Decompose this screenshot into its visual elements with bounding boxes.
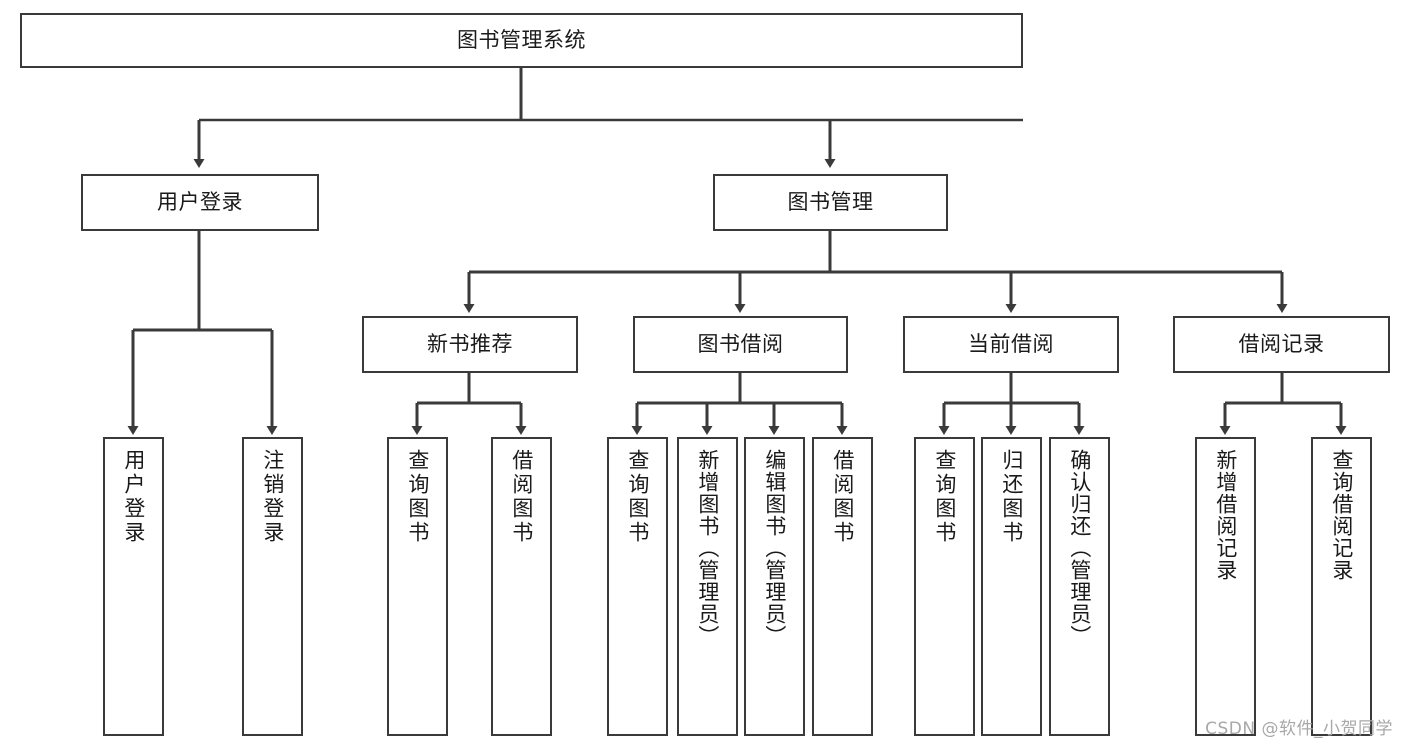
node-label: 查询图书 [405, 449, 430, 545]
node-label: 借阅图书 [509, 449, 534, 545]
node-new-book-recommend[interactable]: 新书推荐 [362, 316, 578, 373]
node-book-borrow[interactable]: 图书借阅 [633, 316, 848, 373]
leaf-borrow-book-recommend[interactable]: 借阅图书 [491, 437, 552, 736]
node-book-management[interactable]: 图书管理 [713, 174, 948, 231]
node-label: 借阅图书 [830, 449, 855, 545]
node-label: 新书推荐 [427, 331, 513, 356]
node-label: 新增借阅记录 [1213, 449, 1238, 581]
node-label: 查询图书 [932, 449, 957, 545]
node-label: 注销登录 [260, 449, 285, 545]
node-borrow-record[interactable]: 借阅记录 [1173, 316, 1390, 373]
node-label: 图书借阅 [697, 331, 784, 356]
leaf-confirm-return-admin[interactable]: 确认归还（管理员） [1049, 437, 1110, 736]
node-label: 用户登录 [157, 189, 243, 214]
node-label: 编辑图书（管理员） [762, 449, 787, 647]
node-user-login[interactable]: 用户登录 [81, 174, 319, 231]
leaf-query-book-current[interactable]: 查询图书 [914, 437, 975, 736]
leaf-return-book[interactable]: 归还图书 [981, 437, 1042, 736]
node-label: 图书管理系统 [457, 27, 586, 52]
leaf-user-login[interactable]: 用户登录 [103, 437, 164, 736]
leaf-query-book-recommend[interactable]: 查询图书 [387, 437, 448, 736]
node-label: 确认归还（管理员） [1067, 449, 1092, 647]
node-label: 查询借阅记录 [1329, 449, 1354, 581]
leaf-add-book-admin[interactable]: 新增图书（管理员） [677, 437, 738, 736]
node-current-borrow[interactable]: 当前借阅 [903, 316, 1119, 373]
leaf-logout[interactable]: 注销登录 [242, 437, 303, 736]
leaf-query-borrow-record[interactable]: 查询借阅记录 [1311, 437, 1372, 736]
watermark: CSDN @软件_小贺同学 [1205, 719, 1393, 739]
node-label: 查询图书 [625, 449, 650, 545]
node-label: 当前借阅 [968, 331, 1054, 356]
leaf-borrow-book[interactable]: 借阅图书 [812, 437, 873, 736]
node-label: 用户登录 [121, 449, 146, 545]
node-label: 借阅记录 [1238, 331, 1325, 356]
leaf-edit-book-admin[interactable]: 编辑图书（管理员） [744, 437, 805, 736]
leaf-add-borrow-record[interactable]: 新增借阅记录 [1195, 437, 1256, 736]
node-label: 归还图书 [999, 449, 1024, 545]
node-label: 图书管理 [787, 189, 874, 214]
node-root-system[interactable]: 图书管理系统 [20, 13, 1023, 68]
node-label: 新增图书（管理员） [695, 449, 720, 647]
leaf-query-book-borrow[interactable]: 查询图书 [607, 437, 668, 736]
